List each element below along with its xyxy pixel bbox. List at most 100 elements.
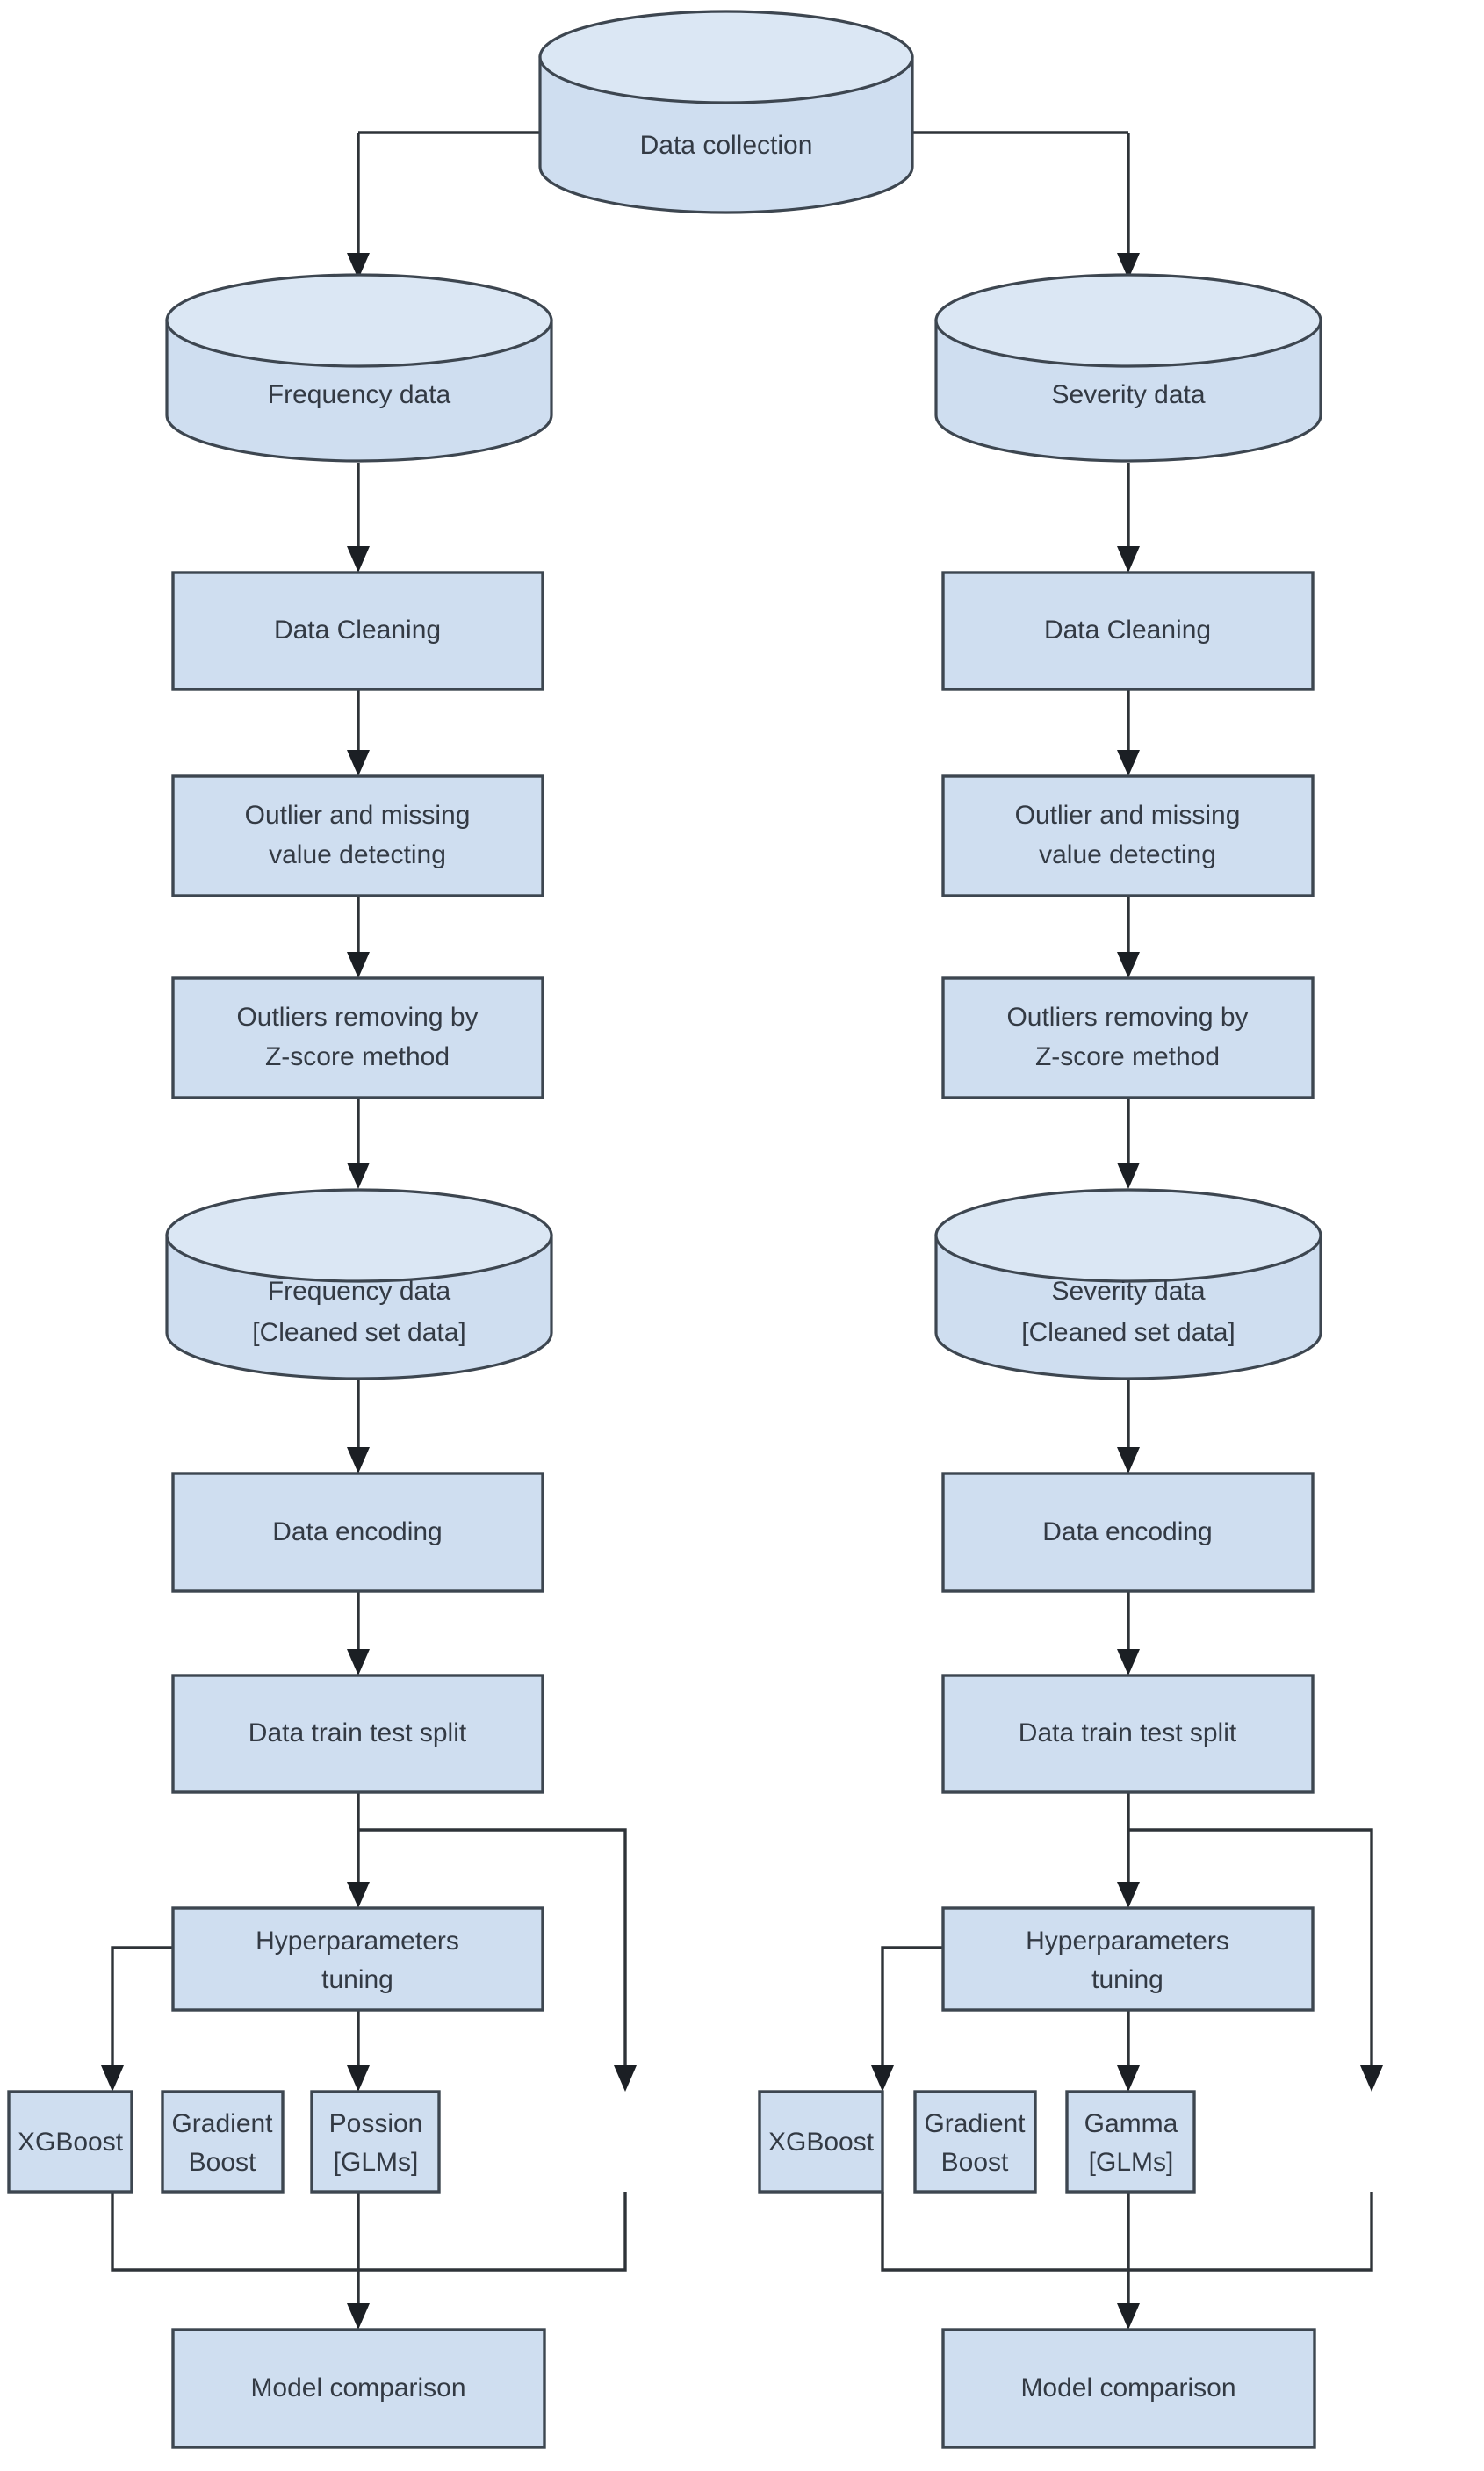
node-label-line1: Outliers removing by	[1006, 1003, 1248, 1032]
arrow-to-gamma-glm	[1360, 2065, 1383, 2092]
arrow-to-xgboost-right	[871, 2065, 894, 2092]
edge-split-branch-to-poisson	[358, 1828, 627, 2076]
node-label-line2: Z-score method	[1035, 1042, 1220, 1071]
process-box	[941, 976, 1315, 1099]
cylinder-top	[538, 10, 914, 104]
node-label: Severity data	[1051, 380, 1205, 409]
node-data-cleaning-frequency[interactable]: Data Cleaning	[171, 571, 544, 691]
node-label: Frequency data	[268, 380, 451, 409]
process-box	[171, 1906, 544, 2012]
arrow-to-data-cleaning-right	[1117, 546, 1140, 573]
node-label-line2: [Cleaned set data]	[252, 1318, 466, 1347]
process-box	[171, 1674, 544, 1794]
arrow-to-frequency-clean	[347, 1163, 370, 1189]
arrow-to-frequency-data	[347, 253, 370, 279]
arrow-to-severity-data	[1117, 253, 1140, 279]
edge-hyper-left-to-xgboost	[111, 1946, 173, 2076]
process-box	[171, 571, 544, 691]
process-box	[941, 1472, 1315, 1593]
node-outlier-missing-frequency[interactable]: Outlier and missing value detecting	[171, 774, 544, 897]
arrow-to-gradient-boost-left	[347, 2065, 370, 2092]
node-gamma-glm-severity[interactable]: Gamma [GLMs]	[1065, 2090, 1196, 2194]
process-box	[171, 976, 544, 1099]
node-label: XGBoost	[768, 2128, 875, 2157]
node-frequency-data[interactable]: Frequency data	[165, 273, 553, 463]
node-label: Data encoding	[1042, 1517, 1212, 1546]
node-data-encoding-severity[interactable]: Data encoding	[941, 1472, 1315, 1593]
node-label-line2: tuning	[321, 1965, 393, 1994]
cylinder-top	[165, 273, 553, 368]
arrow-to-data-cleaning-left	[347, 546, 370, 573]
node-label-line1: Frequency data	[268, 1277, 451, 1306]
node-label: Data Cleaning	[274, 616, 441, 645]
node-label-line1: Severity data	[1051, 1277, 1205, 1306]
node-data-collection[interactable]: Data collection	[538, 10, 914, 214]
process-box	[913, 2090, 1037, 2194]
process-box	[758, 2090, 884, 2194]
arrow-to-hyperparameters-right	[1117, 1882, 1140, 1908]
arrow-to-data-encoding-left	[347, 1447, 370, 1473]
node-label-line2: tuning	[1091, 1965, 1163, 1994]
node-label-line2: Z-score method	[265, 1042, 450, 1071]
node-hyperparameters-severity[interactable]: Hyperparameters tuning	[941, 1906, 1315, 2012]
node-train-test-split-severity[interactable]: Data train test split	[941, 1674, 1315, 1794]
arrow-to-outlier-removal-right	[1117, 952, 1140, 978]
process-box	[171, 774, 544, 897]
node-xgboost-severity[interactable]: XGBoost	[758, 2090, 884, 2194]
arrow-to-data-encoding-right	[1117, 1447, 1140, 1473]
arrow-to-xgboost-left	[101, 2065, 124, 2092]
arrow-to-hyperparameters-left	[347, 1882, 370, 1908]
cylinder-top	[934, 273, 1322, 368]
node-label-line1: Gradient	[924, 2109, 1026, 2138]
arrow-to-model-comparison-left	[347, 2303, 370, 2330]
arrow-to-severity-clean	[1117, 1163, 1140, 1189]
node-severity-data[interactable]: Severity data	[934, 273, 1322, 463]
node-label-line1: Gamma	[1084, 2109, 1178, 2138]
edge-layer	[101, 131, 1383, 2330]
arrow-to-outlier-missing-left	[347, 750, 370, 776]
node-model-comparison-frequency[interactable]: Model comparison	[171, 2328, 546, 2449]
node-outlier-removal-frequency[interactable]: Outliers removing by Z-score method	[171, 976, 544, 1099]
node-label-line2: [GLMs]	[1089, 2148, 1174, 2177]
arrow-to-train-test-split-left	[347, 1649, 370, 1675]
process-box	[1065, 2090, 1196, 2194]
node-data-cleaning-severity[interactable]: Data Cleaning	[941, 571, 1315, 691]
node-label: Data train test split	[1019, 1718, 1237, 1747]
node-label: Data train test split	[249, 1718, 467, 1747]
arrow-to-poisson-glm	[614, 2065, 637, 2092]
node-label-line2: Boost	[189, 2148, 256, 2177]
node-model-comparison-severity[interactable]: Model comparison	[941, 2328, 1316, 2449]
node-frequency-clean-data[interactable]: Frequency data [Cleaned set data]	[165, 1188, 553, 1380]
process-box	[941, 571, 1315, 691]
node-label-line1: Gradient	[171, 2109, 273, 2138]
node-severity-clean-data[interactable]: Severity data [Cleaned set data]	[934, 1188, 1322, 1380]
node-gradient-boost-frequency[interactable]: Gradient Boost	[161, 2090, 285, 2194]
node-gradient-boost-severity[interactable]: Gradient Boost	[913, 2090, 1037, 2194]
process-box	[7, 2090, 133, 2194]
node-label-line1: Hyperparameters	[1026, 1927, 1229, 1956]
process-box	[161, 2090, 285, 2194]
node-train-test-split-frequency[interactable]: Data train test split	[171, 1674, 544, 1794]
edge-hyper-left-to-xgboost-right	[881, 1946, 943, 2076]
node-outlier-missing-severity[interactable]: Outlier and missing value detecting	[941, 774, 1315, 897]
process-box	[941, 1674, 1315, 1794]
process-box	[171, 1472, 544, 1593]
process-box	[171, 2328, 546, 2449]
arrow-to-outlier-missing-right	[1117, 750, 1140, 776]
edge-split-branch-to-gamma	[1128, 1828, 1373, 2076]
node-outlier-removal-severity[interactable]: Outliers removing by Z-score method	[941, 976, 1315, 1099]
cylinder-top	[934, 1188, 1322, 1283]
node-label-line2: [Cleaned set data]	[1021, 1318, 1235, 1347]
node-xgboost-frequency[interactable]: XGBoost	[7, 2090, 133, 2194]
node-label-line1: Outlier and missing	[1015, 801, 1241, 830]
node-label-line2: value detecting	[269, 840, 446, 869]
node-label-line1: Outlier and missing	[245, 801, 471, 830]
process-box	[941, 2328, 1316, 2449]
arrow-to-outlier-removal-left	[347, 952, 370, 978]
node-data-encoding-frequency[interactable]: Data encoding	[171, 1472, 544, 1593]
process-box	[310, 2090, 441, 2194]
node-label: Data Cleaning	[1044, 616, 1211, 645]
node-poisson-glm-frequency[interactable]: Possion [GLMs]	[310, 2090, 441, 2194]
node-label-line1: Hyperparameters	[256, 1927, 459, 1956]
node-hyperparameters-frequency[interactable]: Hyperparameters tuning	[171, 1906, 544, 2012]
